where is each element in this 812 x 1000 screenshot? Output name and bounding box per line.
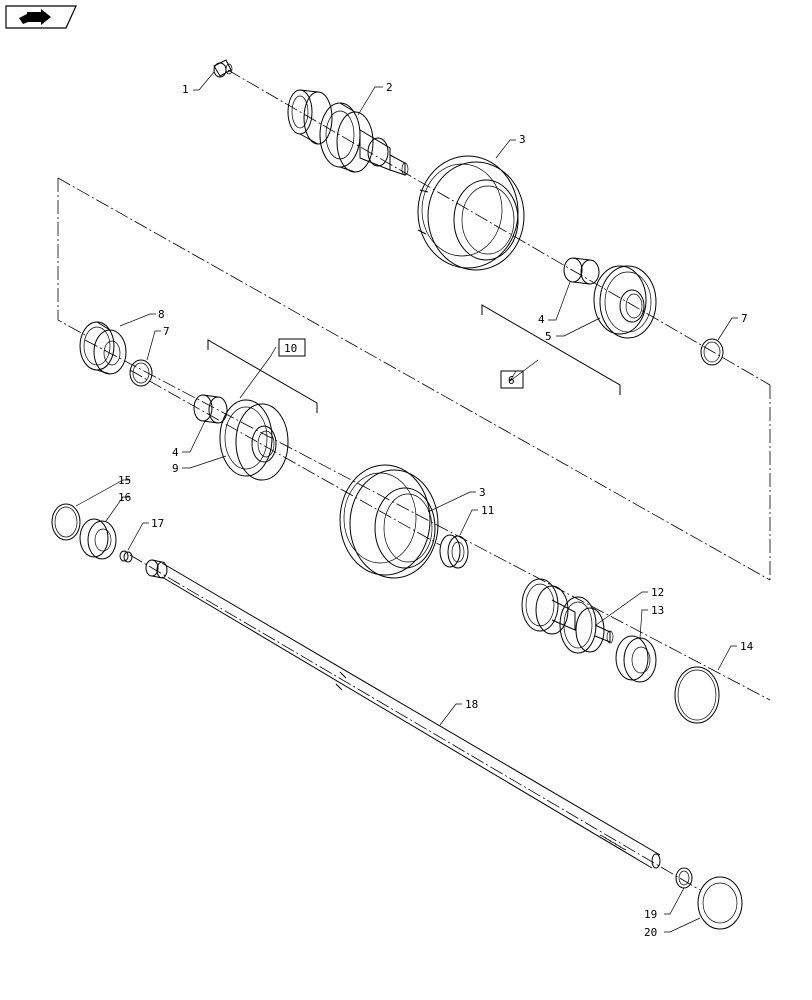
part-5-gear-upper (593, 265, 657, 339)
group-callout-6: 6 (500, 370, 524, 389)
callout-13: 13 (651, 604, 664, 617)
callout-9: 9 (172, 462, 179, 475)
callout-3-lower: 3 (479, 486, 486, 499)
part-13-bearing (615, 635, 657, 683)
part-19-snap-ring (675, 867, 693, 889)
next-page-arrow-icon (5, 5, 77, 29)
part-1-pin (213, 59, 233, 78)
callout-1: 1 (182, 83, 189, 96)
callout-20: 20 (644, 926, 657, 939)
part-2-gear-shaft (287, 89, 409, 176)
callout-11: 11 (481, 504, 494, 517)
next-page-button[interactable] (5, 5, 77, 29)
callout-16: 16 (118, 491, 131, 504)
part-11-bearing (439, 534, 469, 569)
part-15-snap-ring (51, 503, 81, 541)
part-9-gear-left (219, 399, 289, 481)
leader-lines (75, 71, 738, 933)
part-18-long-shaft (145, 559, 661, 869)
callout-12: 12 (651, 586, 664, 599)
part-3-ring-upper (417, 155, 525, 271)
callout-8: 8 (158, 308, 165, 321)
part-4-bushing-upper (563, 257, 600, 285)
callout-14: 14 (740, 640, 754, 653)
callout-6: 6 (508, 374, 515, 387)
group-callout-10: 10 (278, 338, 306, 357)
callout-labels: 1 2 3 4 5 7 8 7 4 9 3 11 15 16 17 12 13 … (118, 81, 754, 939)
group-brackets (207, 304, 621, 413)
callout-18: 18 (465, 698, 478, 711)
part-14-snap-ring (674, 666, 720, 724)
callout-2: 2 (386, 81, 393, 94)
part-12-cluster-gear (521, 578, 614, 654)
centerlines (57, 69, 771, 891)
part-8-small-gear (79, 321, 127, 375)
part-16-bearing (79, 518, 117, 560)
callout-7-right: 7 (741, 312, 748, 325)
part-20-washer (697, 876, 743, 930)
part-7-snap-ring-left (129, 359, 153, 387)
callout-4-left: 4 (172, 446, 179, 459)
callout-4-upper: 4 (538, 313, 545, 326)
callout-10: 10 (284, 342, 297, 355)
part-17-pin (119, 550, 133, 563)
part-3-ring-lower (339, 464, 439, 579)
part-7-snap-ring-right (700, 338, 724, 366)
callout-17: 17 (151, 517, 164, 530)
callout-19: 19 (644, 908, 657, 921)
callout-7-left: 7 (163, 325, 170, 338)
callout-15: 15 (118, 474, 131, 487)
callout-5: 5 (545, 330, 552, 343)
callout-3-upper: 3 (519, 133, 526, 146)
part-4-bushing-left (193, 394, 228, 424)
